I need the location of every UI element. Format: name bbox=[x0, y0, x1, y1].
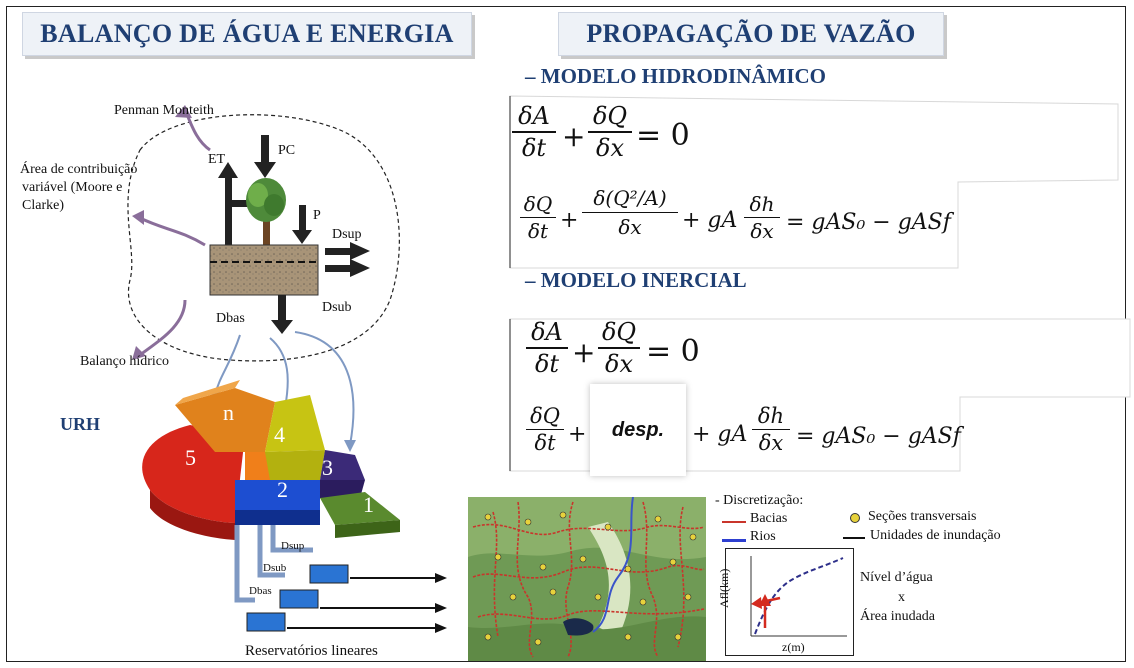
eq2-frac-dQ: δQ δt bbox=[520, 192, 556, 243]
inertial-model-heading: – MODELO INERCIAL bbox=[525, 268, 747, 292]
reservoirs-caption: Reservatórios lineares bbox=[245, 643, 378, 659]
eq3-frac-dQ: δQ δx bbox=[598, 318, 640, 378]
eq3-plus: + bbox=[572, 336, 596, 369]
urh-unit-3: 3 bbox=[322, 455, 333, 480]
eq4-ga: + gA bbox=[692, 422, 748, 447]
eq1-frac-dQ: δQ δx bbox=[588, 102, 632, 162]
eq4-plus: + bbox=[568, 422, 587, 447]
reservoir-dbas-label: Dbas bbox=[249, 585, 272, 597]
dsub-label: Dsub bbox=[322, 300, 352, 315]
et-label: ET bbox=[208, 152, 226, 167]
rios-legend-label: Rios bbox=[750, 529, 776, 544]
unidades-legend-label: Unidades de inundação bbox=[870, 528, 1001, 543]
secoes-legend-dot bbox=[850, 513, 860, 523]
eq2-frac-Q2A: δ(Q²/A) δx bbox=[582, 186, 678, 239]
unidades-legend-line bbox=[843, 537, 865, 539]
eq4-desp-text: desp. bbox=[611, 418, 665, 441]
eq1-frac-dA: δA δt bbox=[512, 102, 556, 162]
secoes-legend-label: Seções transversais bbox=[868, 509, 977, 524]
eq2-ga: + gA bbox=[682, 208, 738, 233]
bacias-legend-line bbox=[722, 521, 746, 523]
area-inundada-label: Área inudada bbox=[860, 609, 936, 624]
area-contribution-label-3: Clarke) bbox=[22, 198, 64, 213]
hydrodynamic-model-heading: – MODELO HIDRODINÂMICO bbox=[525, 64, 827, 88]
dsup-label: Dsup bbox=[332, 227, 362, 242]
urh-unit-n: n bbox=[223, 400, 234, 425]
water-balance-diagram bbox=[127, 105, 400, 452]
penman-monteith-label: Penman Monteith bbox=[114, 103, 214, 118]
eq3-frac-dA: δA δt bbox=[526, 318, 568, 378]
linear-reservoirs-diagram bbox=[234, 525, 447, 633]
urh-pie-diagram: n 4 5 3 2 1 bbox=[142, 380, 400, 540]
basin-map bbox=[468, 497, 706, 661]
urh-label: URH bbox=[60, 414, 100, 434]
eq1-rhs: = 0 bbox=[636, 118, 690, 153]
level-area-graph-box bbox=[725, 548, 854, 656]
urh-unit-2: 2 bbox=[277, 477, 288, 502]
x-label: x bbox=[898, 590, 905, 605]
level-area-graph bbox=[750, 556, 847, 637]
p-label: P bbox=[313, 208, 321, 223]
graph-xlabel: z(m) bbox=[782, 640, 805, 654]
eq1-plus: + bbox=[562, 120, 586, 153]
reservoir-dsub-label: Dsub bbox=[263, 562, 287, 574]
eq2-plus: + bbox=[560, 208, 579, 233]
right-heading: PROPAGAÇÃO DE VAZÃO bbox=[558, 12, 944, 56]
eq4-desp-box: desp. bbox=[590, 384, 686, 476]
equation-1 bbox=[509, 95, 1119, 269]
urh-unit-5: 5 bbox=[185, 445, 196, 470]
area-contribution-label-1: Área de contribuição bbox=[20, 162, 138, 177]
urh-unit-4: 4 bbox=[274, 422, 285, 447]
rios-legend-line bbox=[722, 539, 746, 542]
eq4-rhs: = gAS₀ − gASf bbox=[796, 424, 961, 449]
reservoir-dsup-label: Dsup bbox=[281, 540, 305, 552]
eq2-frac-dh: δh δx bbox=[744, 192, 780, 243]
eq3-rhs: = 0 bbox=[646, 334, 700, 369]
dbas-label: Dbas bbox=[216, 311, 245, 326]
bacias-legend-label: Bacias bbox=[750, 511, 788, 526]
balanco-hidrico-label: Balanço hídrico bbox=[80, 354, 170, 369]
urh-unit-1: 1 bbox=[363, 492, 374, 517]
graph-ylabel: Afl(km) bbox=[717, 568, 731, 608]
eq2-rhs: = gAS₀ − gASf bbox=[786, 210, 951, 235]
pc-label: PC bbox=[278, 143, 296, 158]
eq4-frac-dQ: δQ δt bbox=[526, 404, 564, 455]
nivel-label: Nível d’água bbox=[860, 570, 933, 585]
eq4-frac-dh: δh δx bbox=[752, 404, 790, 455]
left-heading: BALANÇO DE ÁGUA E ENERGIA bbox=[22, 12, 472, 56]
discretization-title: - Discretização: bbox=[715, 493, 804, 508]
area-contribution-label-2: variável (Moore e bbox=[22, 180, 123, 195]
